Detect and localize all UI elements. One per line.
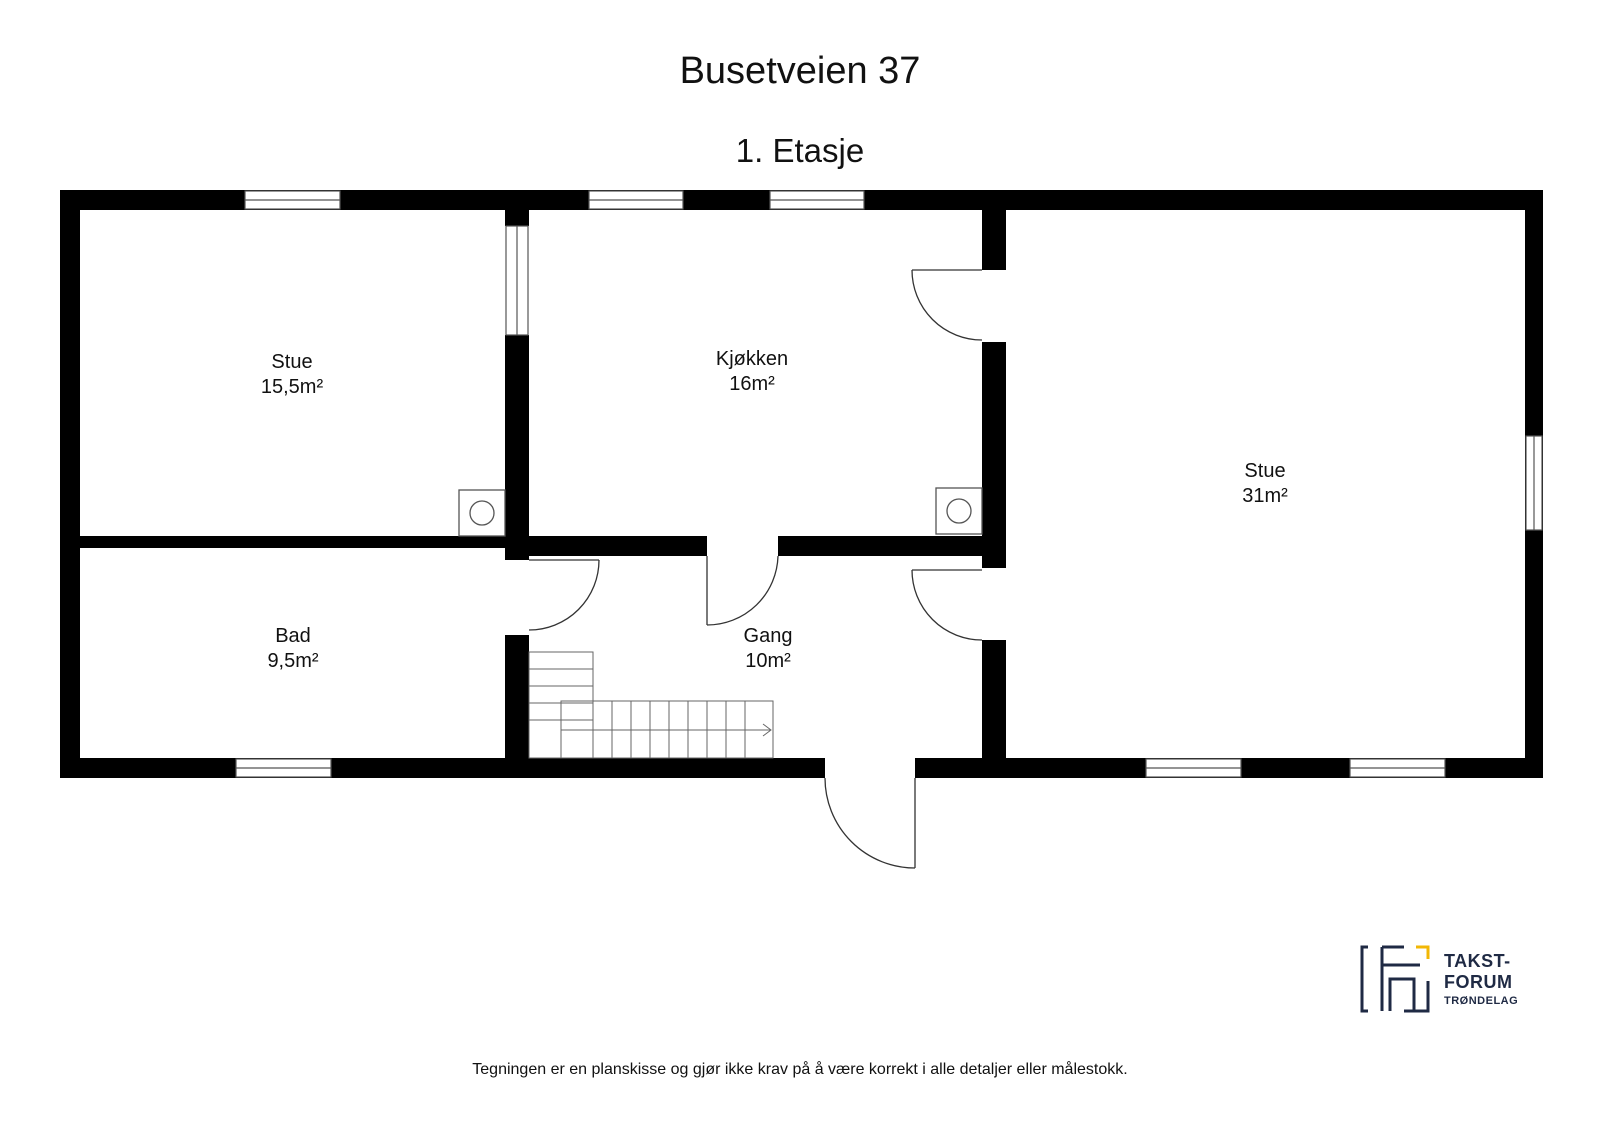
room-area: 31m² [1242,485,1288,507]
room-label-gang: Gang 10m² [668,624,868,674]
room-name: Kjøkken [715,348,789,370]
room-label-stue-small: Stue 15,5m² [192,350,392,400]
takstforum-logo: TAKST- FORUM TRØNDELAG [1360,945,1560,1015]
room-area: 15,5m² [260,376,324,398]
chimneys [458,487,983,537]
floor-label: 1. Etasje [735,132,865,169]
logo-mark-icon [1360,945,1430,1013]
stairs [528,651,774,759]
room-area: 16m² [729,373,775,395]
room-name: Gang [743,625,793,647]
room-label-kjokken: Kjøkken 16m² [652,347,852,397]
logo-line-2: FORUM [1444,972,1513,992]
room-label-bad: Bad 9,5m² [193,624,393,674]
windows [235,190,1543,778]
room-name: Stue [271,351,313,373]
logo-line-1: TAKST- [1444,951,1511,971]
plan-title: Busetveien 37 [679,50,921,92]
room-name: Bad [275,625,311,647]
logo-text: TAKST- FORUM TRØNDELAG [1444,951,1518,1009]
room-label-stue-large: Stue 31m² [1165,459,1365,509]
disclaimer-text: Tegningen er en planskisse og gjør ikke … [472,1061,1128,1078]
doors [528,269,983,869]
room-area: 9,5m² [267,650,319,672]
room-area: 10m² [745,650,791,672]
room-name: Stue [1244,460,1286,482]
logo-line-3: TRØNDELAG [1444,995,1519,1007]
